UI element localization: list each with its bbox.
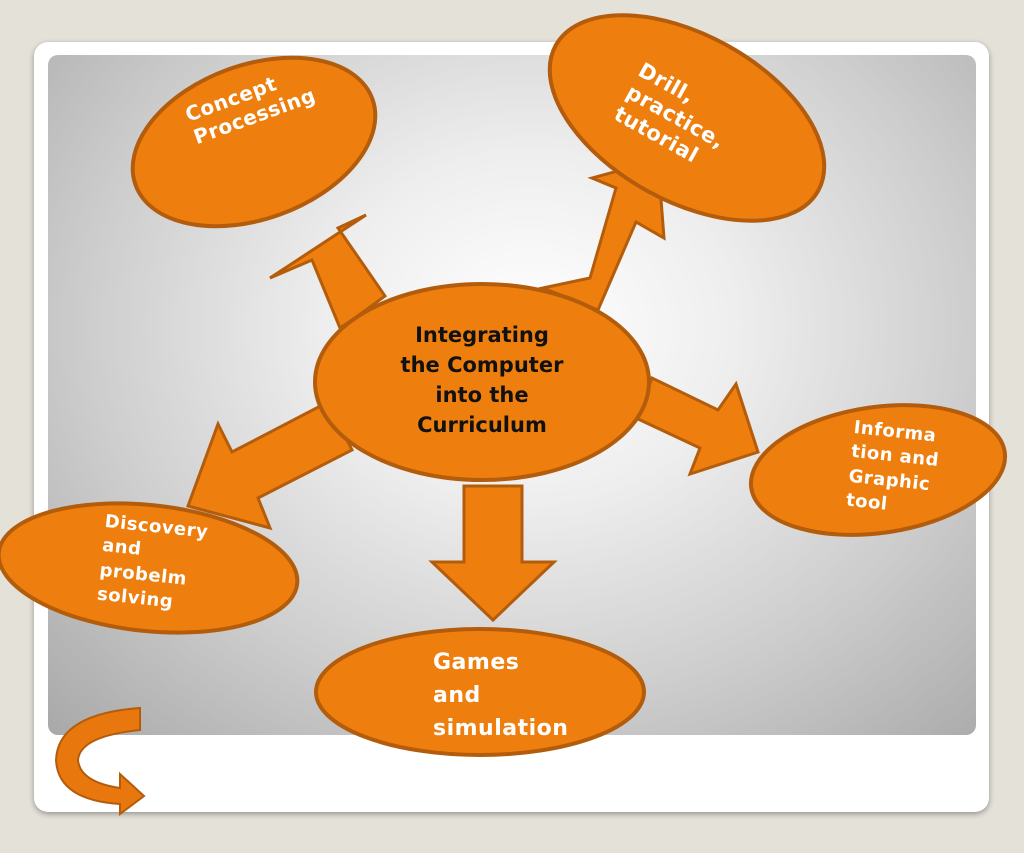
node-drill-practice-tutorial <box>547 13 827 223</box>
node-label-information-graphic-tool: Informa tion and Graphic tool <box>845 416 940 515</box>
node-games-simulation <box>314 627 646 757</box>
node-discovery-problem-solving <box>0 501 300 635</box>
node-label-games-simulation: Games and simulation <box>433 650 569 741</box>
node-center-integrating <box>313 282 651 482</box>
arrow-to-discovery-problem <box>186 399 355 531</box>
node-label-discovery-problem-solving: Discovery and probelm solving <box>96 510 210 613</box>
curved-return-arrow-icon <box>54 706 146 816</box>
center-label: Integrating the Computer into the Curric… <box>400 323 564 437</box>
node-concept-processing <box>130 55 378 229</box>
node-information-graphic-tool <box>748 403 1008 537</box>
arrow-to-concept-processing <box>269 213 388 331</box>
arrow-to-information-graphic <box>634 375 760 477</box>
arrow-to-games-simulation <box>428 484 558 623</box>
